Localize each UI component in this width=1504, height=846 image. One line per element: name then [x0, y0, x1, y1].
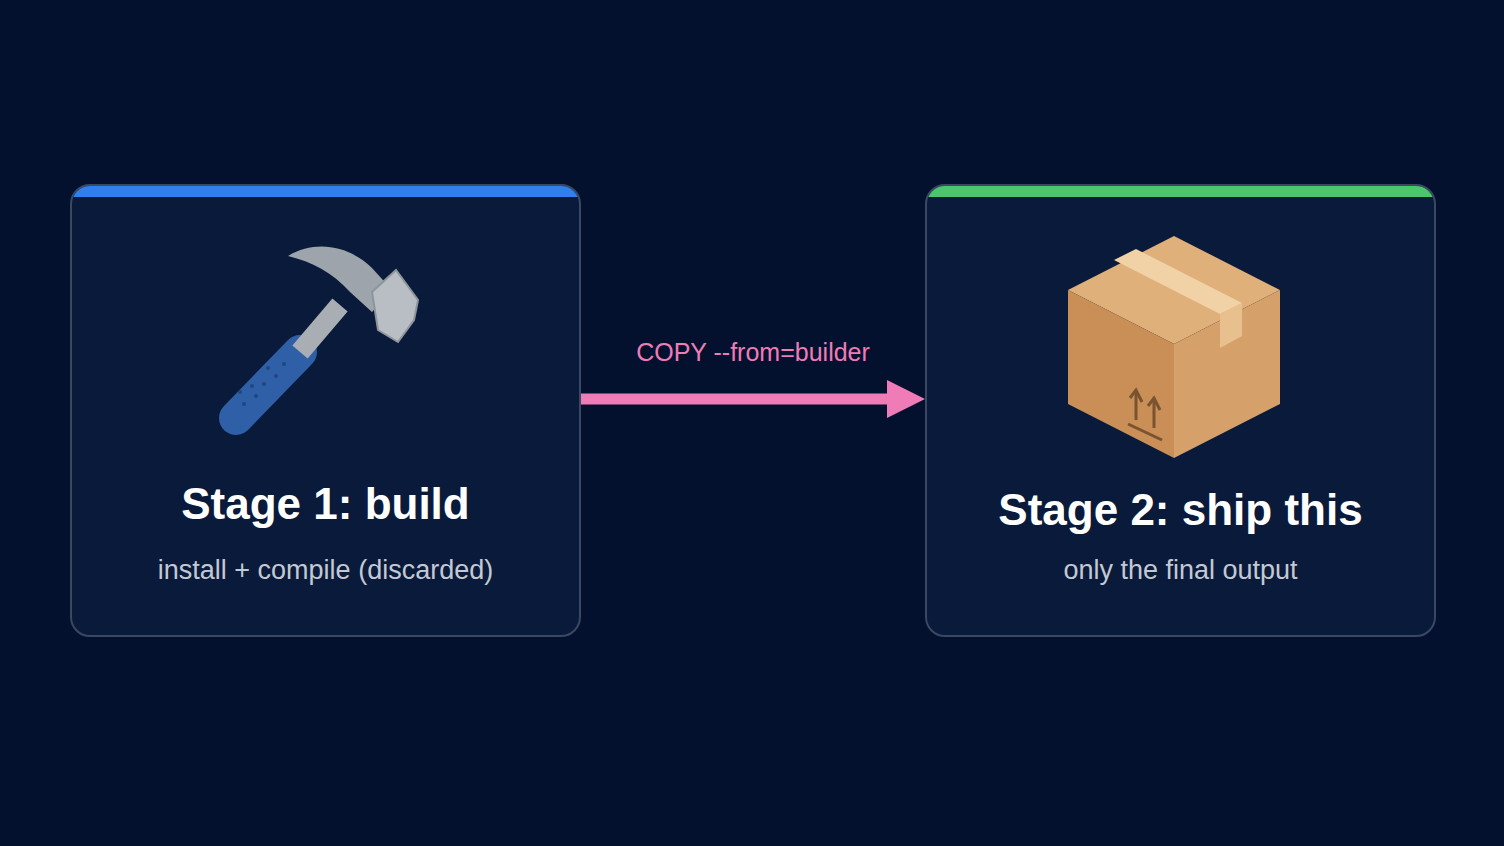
- package-icon: [1068, 236, 1280, 458]
- stage-box: Stage 2: ship this only the final output: [925, 184, 1436, 637]
- hammer-icon: [236, 247, 418, 418]
- accent-bar: [72, 186, 579, 197]
- stage-heading: Stage 1: build: [72, 478, 579, 530]
- stage-description: install + compile (discarded): [72, 553, 579, 587]
- stage-box: Stage 1: build install + compile (discard…: [70, 184, 581, 637]
- stage-heading: Stage 2: ship this: [927, 484, 1434, 536]
- accent-bar: [927, 186, 1434, 197]
- copy-arrow: [581, 380, 925, 418]
- edge-label: COPY --from=builder: [636, 337, 870, 367]
- stage-description: only the final output: [927, 553, 1434, 587]
